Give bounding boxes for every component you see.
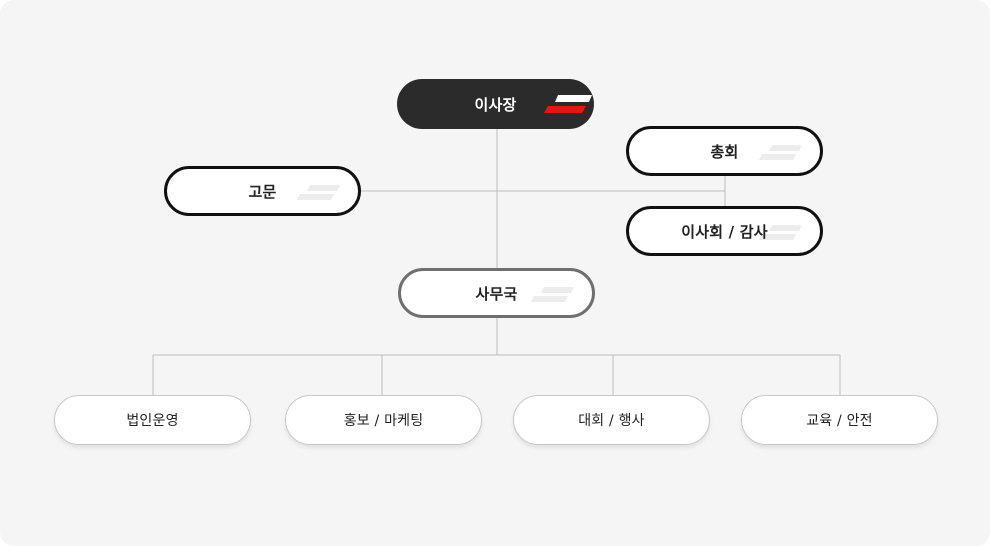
- stripes-icon: [759, 145, 802, 160]
- board-audit-node[interactable]: 이사회 / 감사: [626, 206, 823, 256]
- department-node[interactable]: 교육 / 안전: [741, 395, 938, 445]
- stripes-icon: [297, 185, 340, 200]
- department-node[interactable]: 홍보 / 마케팅: [285, 395, 482, 445]
- department-label: 대회 / 행사: [578, 413, 645, 429]
- department-node[interactable]: 법인운영: [54, 395, 251, 445]
- stripes-icon: [759, 225, 802, 240]
- department-label: 홍보 / 마케팅: [343, 413, 424, 429]
- brand-stripes-icon: [544, 95, 592, 113]
- chair-label: 이사장: [474, 95, 517, 114]
- stripes-icon: [531, 287, 574, 302]
- department-node[interactable]: 대회 / 행사: [513, 395, 710, 445]
- secretariat-label: 사무국: [475, 284, 518, 303]
- advisor-node[interactable]: 고문: [164, 166, 361, 216]
- general-assembly-label: 총회: [710, 142, 739, 161]
- advisor-label: 고문: [248, 182, 277, 201]
- department-label: 교육 / 안전: [806, 413, 873, 429]
- general-assembly-node[interactable]: 총회: [626, 126, 823, 176]
- board-audit-label: 이사회 / 감사: [681, 222, 768, 241]
- secretariat-node[interactable]: 사무국: [398, 268, 595, 318]
- chair-node[interactable]: 이사장: [397, 79, 594, 129]
- department-label: 법인운영: [126, 413, 179, 429]
